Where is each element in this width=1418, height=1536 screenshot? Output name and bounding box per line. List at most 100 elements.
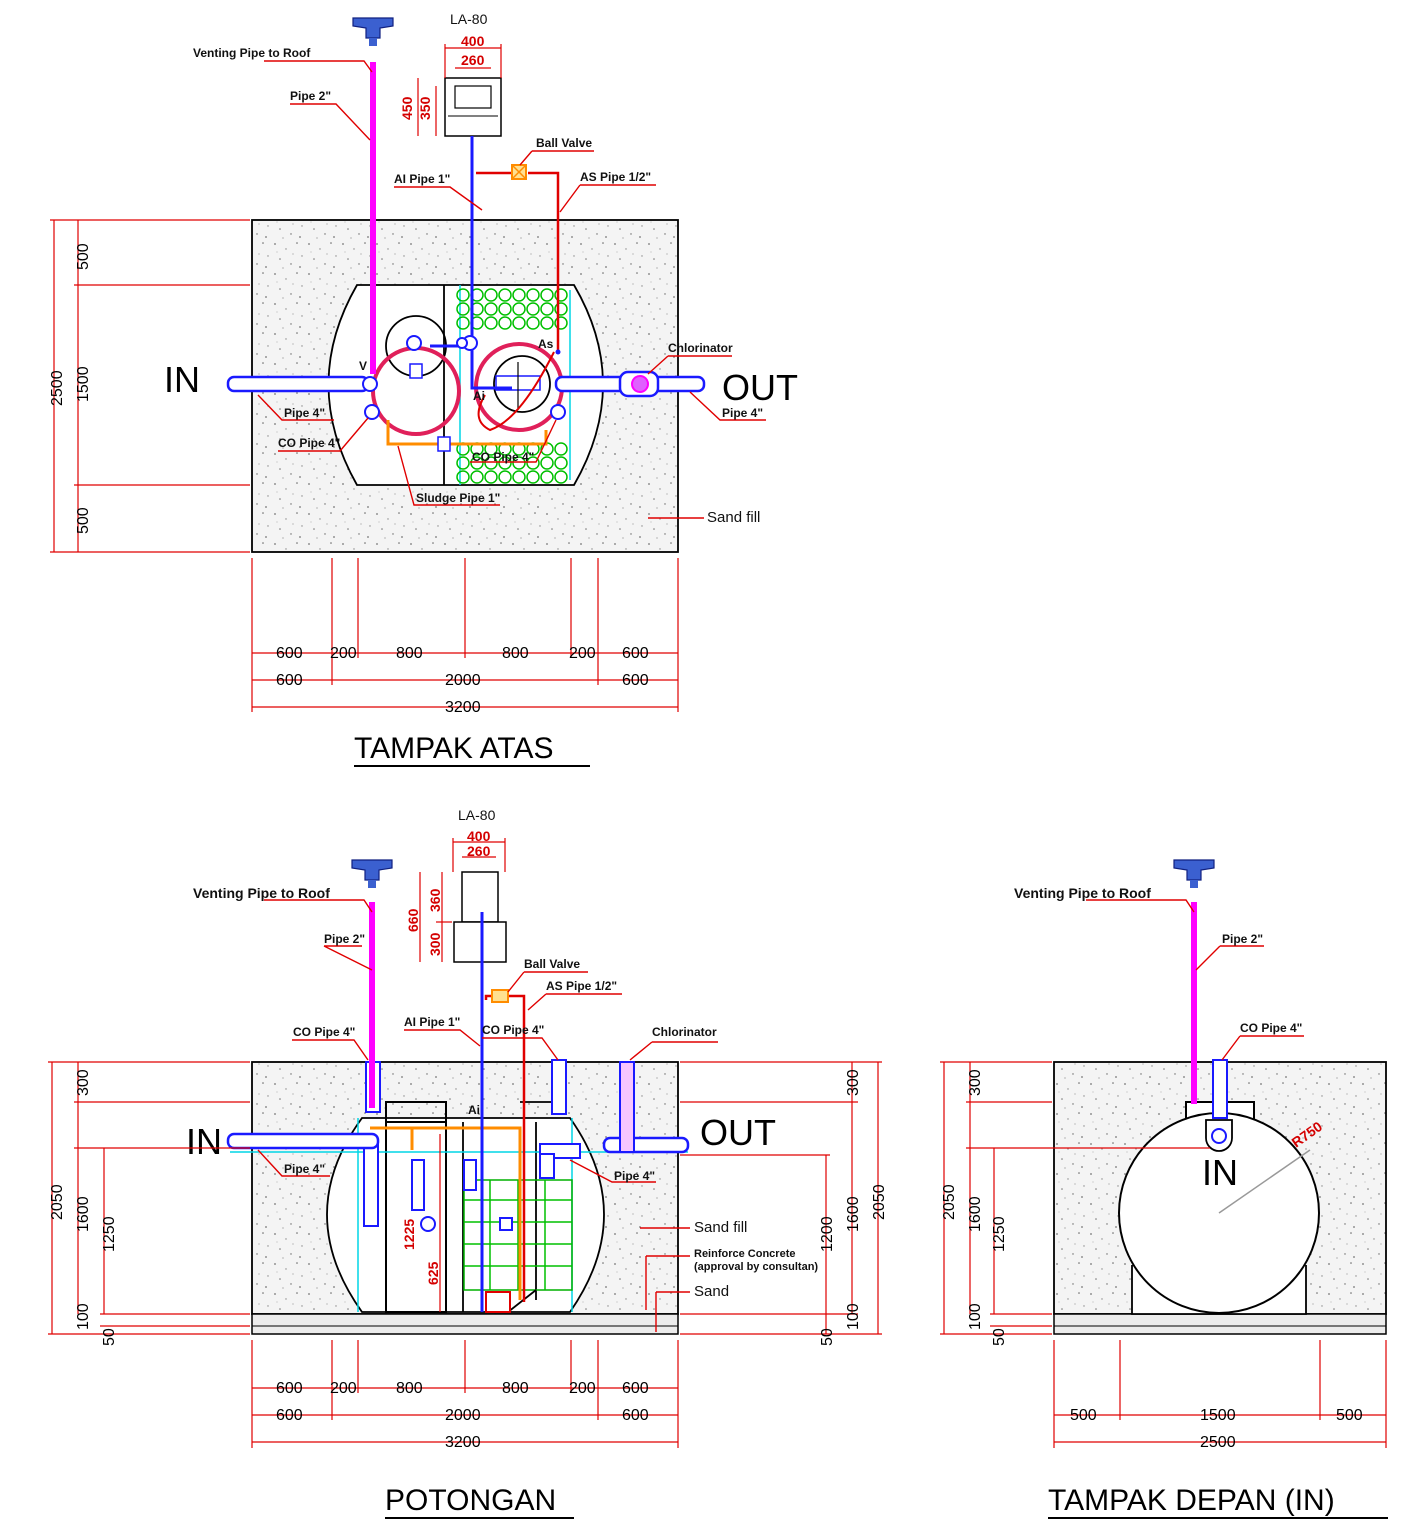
label-ai-pipe-section: AI Pipe 1" <box>404 1015 460 1029</box>
label-ai-pipe-top: AI Pipe 1" <box>394 172 450 186</box>
svg-text:500: 500 <box>75 507 92 534</box>
label-sludge-top: Sludge Pipe 1" <box>416 491 500 505</box>
section-vent-cap-icon <box>351 859 393 881</box>
svg-text:2500: 2500 <box>49 370 66 406</box>
svg-text:600: 600 <box>276 645 303 662</box>
svg-text:200: 200 <box>330 1380 357 1397</box>
section-bottom-dimensions: 600 200 800 800 200 600 600 2000 600 320… <box>251 1340 679 1451</box>
label-reinforce-2: (approval by consultan) <box>694 1261 818 1273</box>
top-ai-mark: Ai <box>473 389 485 403</box>
svg-text:600: 600 <box>622 672 649 689</box>
section-right-dimensions: 300 1600 2050 1200 100 50 <box>680 1061 888 1346</box>
section-out-label: OUT <box>700 1112 776 1153</box>
label-pipe4-out-top: Pipe 4" <box>722 406 763 420</box>
label-sand-section: Sand <box>694 1283 729 1300</box>
label-co-pipe-mid-section: CO Pipe 4" <box>482 1023 544 1037</box>
label-pipe4-in-top: Pipe 4" <box>284 406 325 420</box>
svg-text:2500: 2500 <box>1200 1434 1236 1451</box>
top-left-dimensions: 500 1500 500 2500 <box>49 219 250 553</box>
front-in-label: IN <box>1202 1152 1238 1193</box>
front-view-title: TAMPAK DEPAN (IN) <box>1048 1484 1335 1517</box>
svg-text:600: 600 <box>622 1380 649 1397</box>
top-as-mark: As <box>538 337 554 351</box>
section-title: POTONGAN <box>385 1484 556 1517</box>
svg-text:1200: 1200 <box>819 1216 836 1252</box>
svg-text:1250: 1250 <box>101 1216 118 1252</box>
svg-text:300: 300 <box>75 1069 92 1096</box>
top-v-mark: V <box>359 359 367 373</box>
top-in-label: IN <box>164 359 200 400</box>
label-pipe2-front: Pipe 2" <box>1222 932 1263 946</box>
svg-text:500: 500 <box>1070 1407 1097 1424</box>
front-vent-cap-icon <box>1173 859 1215 881</box>
svg-text:2050: 2050 <box>941 1184 958 1220</box>
label-sand-fill-section: Sand fill <box>694 1219 747 1236</box>
front-left-dimensions: 300 1600 2050 1250 100 50 <box>940 1061 1210 1346</box>
section-tank-outline <box>326 1117 605 1313</box>
svg-text:1500: 1500 <box>75 366 92 402</box>
svg-text:1500: 1500 <box>1200 1407 1236 1424</box>
svg-text:2050: 2050 <box>871 1184 888 1220</box>
label-ball-valve-top: Ball Valve <box>536 136 592 150</box>
svg-text:100: 100 <box>75 1303 92 1330</box>
svg-text:200: 200 <box>569 1380 596 1397</box>
svg-text:800: 800 <box>396 1380 423 1397</box>
label-co-pipe-left-top: CO Pipe 4" <box>278 436 340 450</box>
svg-text:2000: 2000 <box>445 1407 481 1424</box>
svg-text:800: 800 <box>396 645 423 662</box>
svg-text:50: 50 <box>819 1328 836 1346</box>
svg-text:300: 300 <box>427 932 443 956</box>
svg-text:600: 600 <box>622 1407 649 1424</box>
label-ball-valve-section: Ball Valve <box>524 957 580 971</box>
svg-text:1600: 1600 <box>75 1196 92 1232</box>
svg-text:600: 600 <box>276 672 303 689</box>
section-outlet-pipe <box>602 1136 690 1154</box>
svg-text:50: 50 <box>991 1328 1008 1346</box>
label-pipe2-section: Pipe 2" <box>324 932 365 946</box>
label-co-pipe-front: CO Pipe 4" <box>1240 1021 1302 1035</box>
blower-section: LA-80 400 260 660 360 300 <box>405 807 507 963</box>
svg-text:2000: 2000 <box>445 672 481 689</box>
svg-text:500: 500 <box>75 243 92 270</box>
svg-text:260: 260 <box>467 843 491 859</box>
section-inlet-pipe <box>226 1132 380 1150</box>
svg-text:1225: 1225 <box>401 1219 417 1250</box>
svg-text:1250: 1250 <box>991 1216 1008 1252</box>
label-co-pipe-left-section: CO Pipe 4" <box>293 1025 355 1039</box>
svg-text:660: 660 <box>405 908 421 932</box>
blower-model-label: LA-80 <box>450 11 488 27</box>
svg-text:200: 200 <box>330 645 357 662</box>
svg-text:400: 400 <box>467 828 491 844</box>
label-pipe4-in-section: Pipe 4" <box>284 1162 325 1176</box>
blower-width-inner: 260 <box>461 52 485 68</box>
section-chlorinator <box>619 1061 635 1153</box>
svg-text:50: 50 <box>101 1328 118 1346</box>
svg-text:3200: 3200 <box>445 699 481 716</box>
label-chlorinator-top: Chlorinator <box>668 341 733 355</box>
front-view: R750 IN Venting Pipe to Roof Pipe 2" CO … <box>940 859 1388 1519</box>
svg-text:800: 800 <box>502 1380 529 1397</box>
label-pipe4-out-section: Pipe 4" <box>614 1169 655 1183</box>
svg-text:800: 800 <box>502 645 529 662</box>
svg-text:625: 625 <box>425 1261 441 1285</box>
svg-text:360: 360 <box>427 888 443 912</box>
svg-text:100: 100 <box>967 1303 984 1330</box>
vent-cap-icon <box>352 17 394 39</box>
ball-valve-section <box>491 989 509 1003</box>
svg-text:100: 100 <box>845 1303 862 1330</box>
blower-height-outer: 450 <box>399 96 415 120</box>
svg-text:600: 600 <box>276 1407 303 1424</box>
svg-text:500: 500 <box>1336 1407 1363 1424</box>
label-venting-section: Venting Pipe to Roof <box>193 885 330 901</box>
svg-text:3200: 3200 <box>445 1434 481 1451</box>
blower-width-outer: 400 <box>461 33 485 49</box>
label-venting-top: Venting Pipe to Roof <box>193 46 311 60</box>
section-in-label: IN <box>186 1121 222 1162</box>
svg-text:200: 200 <box>569 645 596 662</box>
svg-text:300: 300 <box>967 1069 984 1096</box>
front-bottom-dimensions: 500 1500 500 2500 <box>1053 1340 1387 1451</box>
svg-text:1600: 1600 <box>845 1196 862 1232</box>
label-as-pipe-section: AS Pipe 1/2" <box>546 979 617 993</box>
top-bottom-dimensions: 600 200 800 800 200 600 600 2000 600 320… <box>251 558 679 716</box>
